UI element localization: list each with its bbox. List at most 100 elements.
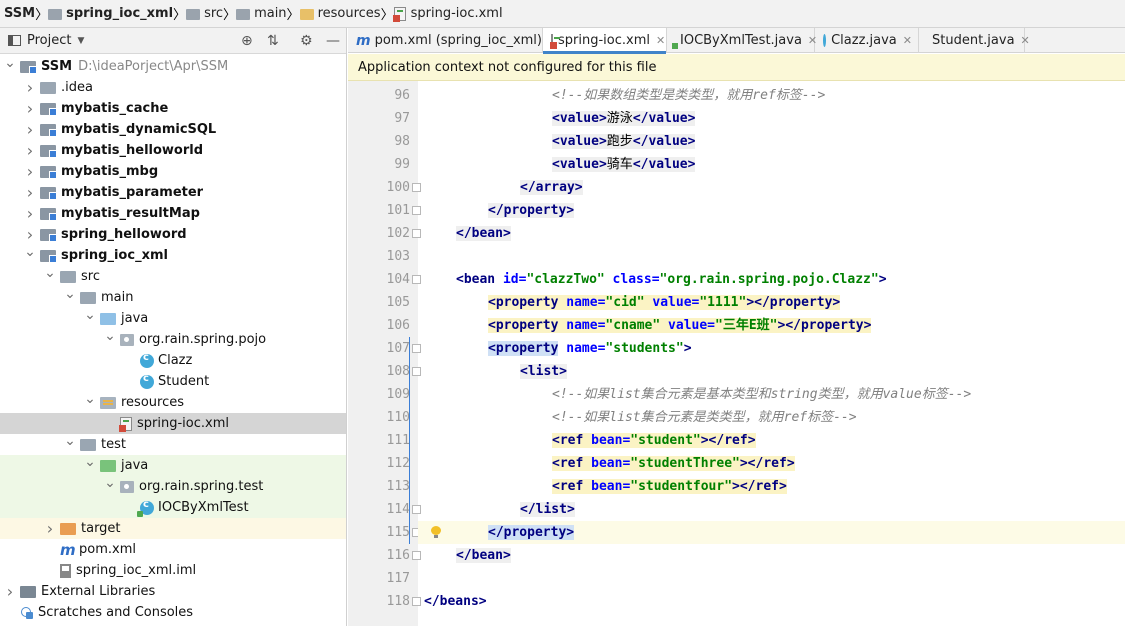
chevron-right-icon[interactable]: › [26,120,34,139]
close-icon[interactable]: ✕ [1020,34,1030,47]
tree-item[interactable]: ⌄src [0,264,346,287]
fold-marker-icon[interactable] [412,597,421,606]
chevron-right-icon[interactable]: › [6,582,14,601]
tree-item[interactable]: ›mybatis_resultMap [0,203,346,224]
gear-icon[interactable]: ⚙ [300,33,313,49]
code-token: "cid" [605,295,645,310]
tree-item[interactable]: ›.idea [0,77,346,98]
breadcrumb-separator-icon: 〉 [380,8,394,23]
code-token: bean= [591,479,631,494]
tab-clazz-java[interactable]: Clazz.java✕ [815,28,919,53]
tree-item[interactable]: ⌄test [0,432,346,455]
fold-marker-icon[interactable] [412,183,421,192]
line-number: 110 [386,410,410,425]
tree-item-label: Student [158,374,210,389]
chevron-down-icon[interactable]: ⌄ [104,327,116,344]
tree-item[interactable]: IOCByXmlTest [0,497,346,518]
project-panel-header: Project ▼ ⊕ ⇅ ⚙ — [0,28,346,54]
fold-marker-icon[interactable] [412,206,421,215]
close-icon[interactable]: ✕ [655,34,666,47]
code-token: <!--如果list集合元素是类类型，就用ref标签--> [552,410,857,425]
chevron-down-icon[interactable]: ⌄ [64,432,76,449]
tab-iocbyxmltest-java[interactable]: IOCByXmlTest.java✕ [667,28,818,53]
tree-item[interactable]: ⌄java [0,453,346,476]
folder-icon [60,270,76,283]
fold-marker-icon[interactable] [412,229,421,238]
context-notification[interactable]: Application context not configured for t… [348,54,1125,81]
tree-item[interactable]: Student [0,371,346,392]
tree-item[interactable]: ⌄ org.rain.spring.pojo [0,327,346,350]
fold-marker-icon[interactable] [412,505,421,514]
close-icon[interactable]: ✕ [807,34,818,47]
tab-spring-ioc-xml[interactable]: spring-ioc.xml✕ [543,28,667,54]
hide-panel-icon[interactable]: — [326,33,340,49]
tree-item[interactable]: ›mybatis_helloworld [0,140,346,161]
chevron-right-icon[interactable]: › [26,183,34,202]
tree-item[interactable]: spring-ioc.xml [0,413,346,434]
line-number: 112 [386,456,410,471]
chevron-down-icon[interactable]: ⌄ [104,474,116,491]
code-token: <ref [552,433,592,448]
tree-item[interactable]: Clazz [0,350,346,371]
chevron-down-icon[interactable]: ⌄ [24,243,36,260]
tab-label: Student.java [932,33,1015,48]
chevron-down-icon[interactable]: ⌄ [84,390,96,407]
breadcrumb-item[interactable]: SSM [4,6,35,21]
fold-marker-icon[interactable] [412,275,421,284]
breadcrumb-item[interactable]: spring_ioc_xml [48,6,173,21]
tree-item-label: org.rain.spring.pojo [139,332,267,347]
tree-item[interactable]: spring_ioc_xml.iml [0,560,346,581]
tree-item[interactable]: › mybatis_parameter [0,182,346,203]
tree-item[interactable]: ›External Libraries [0,581,346,602]
project-view-selector[interactable]: Project [27,33,72,48]
chevron-down-icon[interactable]: ⌄ [84,453,96,470]
breadcrumb-item[interactable]: src [186,6,223,21]
fold-marker-icon[interactable] [412,367,421,376]
fold-marker-icon[interactable] [412,344,421,353]
breadcrumb-item[interactable]: main [236,6,287,21]
tree-item[interactable]: ›mybatis_mbg [0,161,346,182]
tree-item[interactable]: ⌄resources [0,390,346,413]
tree-item[interactable]: ›mybatis_dynamicSQL [0,119,346,140]
tab-student-java[interactable]: Student.java ✕ [919,28,1030,53]
chevron-right-icon[interactable]: › [26,141,34,160]
tree-item[interactable]: ›spring_helloword [0,224,346,245]
breadcrumb-label: src [204,6,224,21]
intention-bulb-icon[interactable] [431,526,441,538]
locate-icon[interactable]: ⊕ [241,33,253,49]
fold-marker-icon[interactable] [412,551,421,560]
chevron-down-icon[interactable]: ⌄ [84,306,96,323]
tree-item[interactable]: ›mybatis_cache [0,98,346,119]
line-number: 101 [386,203,410,218]
chevron-down-icon[interactable]: ⌄ [44,264,56,281]
tree-item[interactable]: ⌄java [0,306,346,329]
chevron-right-icon[interactable]: › [26,225,34,244]
chevron-down-icon[interactable]: ⌄ [64,285,76,302]
target-folder-icon [60,522,76,535]
resources-folder-icon [100,396,116,409]
tree-item[interactable]: Scratches and Consoles [0,602,346,623]
collapse-all-icon[interactable]: ⇅ [267,33,279,49]
chevron-right-icon[interactable]: › [26,78,34,97]
tree-item[interactable]: ⌄spring_ioc_xml [0,243,346,266]
chevron-right-icon[interactable]: › [46,519,54,538]
chevron-right-icon[interactable]: › [26,204,34,223]
breadcrumb-item[interactable]: resources [299,6,381,21]
tree-item[interactable]: ⌄main [0,285,346,308]
chevron-right-icon[interactable]: › [26,162,34,181]
chevron-down-icon[interactable]: ⌄ [4,54,16,71]
tree-item[interactable]: ›target [0,518,346,539]
tree-item[interactable]: ⌄org.rain.spring.test [0,474,346,497]
breadcrumb-item[interactable]: spring-ioc.xml [392,6,503,22]
tree-item-label: mybatis_parameter [61,185,204,200]
chevron-right-icon[interactable]: › [26,99,34,118]
module-folder-icon [48,9,63,20]
close-icon[interactable]: ✕ [902,34,912,47]
chevron-down-icon[interactable]: ▼ [77,35,85,46]
